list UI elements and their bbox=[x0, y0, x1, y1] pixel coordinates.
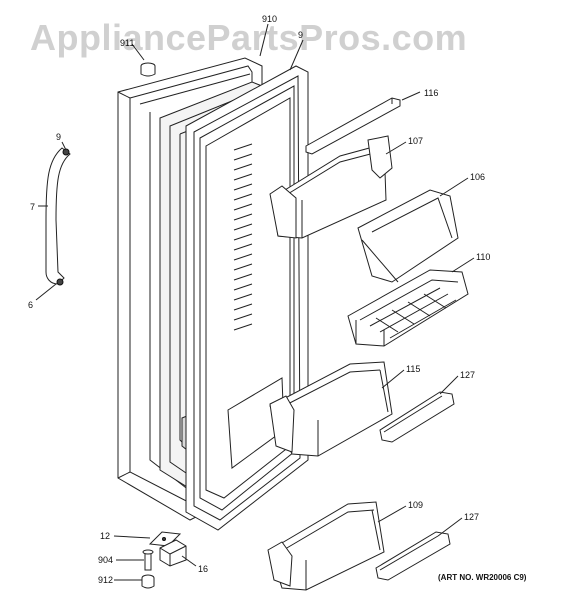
callout-106: 106 bbox=[470, 172, 485, 182]
callout-912: 912 bbox=[98, 575, 113, 585]
hinge-cover-16 bbox=[159, 539, 187, 567]
screw-904 bbox=[142, 549, 154, 571]
callout-904: 904 bbox=[98, 555, 113, 565]
door-bin-115 bbox=[269, 361, 393, 457]
callout-109: 109 bbox=[408, 500, 423, 510]
callout-9-gasket: 9 bbox=[298, 30, 303, 40]
callout-911: 911 bbox=[120, 38, 134, 48]
callout-115: 115 bbox=[406, 364, 420, 374]
door-bin-109 bbox=[267, 501, 385, 591]
door-handle bbox=[45, 147, 71, 286]
callout-6: 6 bbox=[28, 300, 33, 310]
callout-9-handle: 9 bbox=[56, 132, 61, 142]
callout-107: 107 bbox=[408, 136, 423, 146]
egg-tray-110 bbox=[347, 269, 469, 347]
hinge-pin-top bbox=[140, 62, 156, 77]
watermark: AppliancePartsPros.com bbox=[30, 17, 467, 58]
callout-127-upper: 127 bbox=[460, 370, 475, 380]
callout-numbers: 910 9 911 9 7 6 116 107 106 110 115 127 … bbox=[28, 14, 490, 585]
door-gasket bbox=[185, 65, 309, 531]
callout-16: 16 bbox=[198, 564, 208, 574]
callout-110: 110 bbox=[476, 252, 490, 262]
bushing-912 bbox=[141, 574, 155, 589]
hinge-plate-12 bbox=[148, 531, 182, 547]
door-bin-107 bbox=[269, 135, 393, 239]
callout-12: 12 bbox=[100, 531, 110, 541]
art-number: (ART NO. WR20006 C9) bbox=[438, 573, 527, 582]
callout-116: 116 bbox=[424, 88, 438, 98]
callout-7: 7 bbox=[30, 202, 35, 212]
callout-127-lower: 127 bbox=[464, 512, 479, 522]
shelf-bar-116 bbox=[305, 97, 401, 155]
trim-strip-127-upper bbox=[379, 391, 455, 443]
leader-lines bbox=[35, 23, 475, 581]
trim-strip-127-lower bbox=[375, 531, 451, 581]
dairy-cover-106 bbox=[357, 189, 459, 283]
callout-910: 910 bbox=[262, 14, 277, 24]
